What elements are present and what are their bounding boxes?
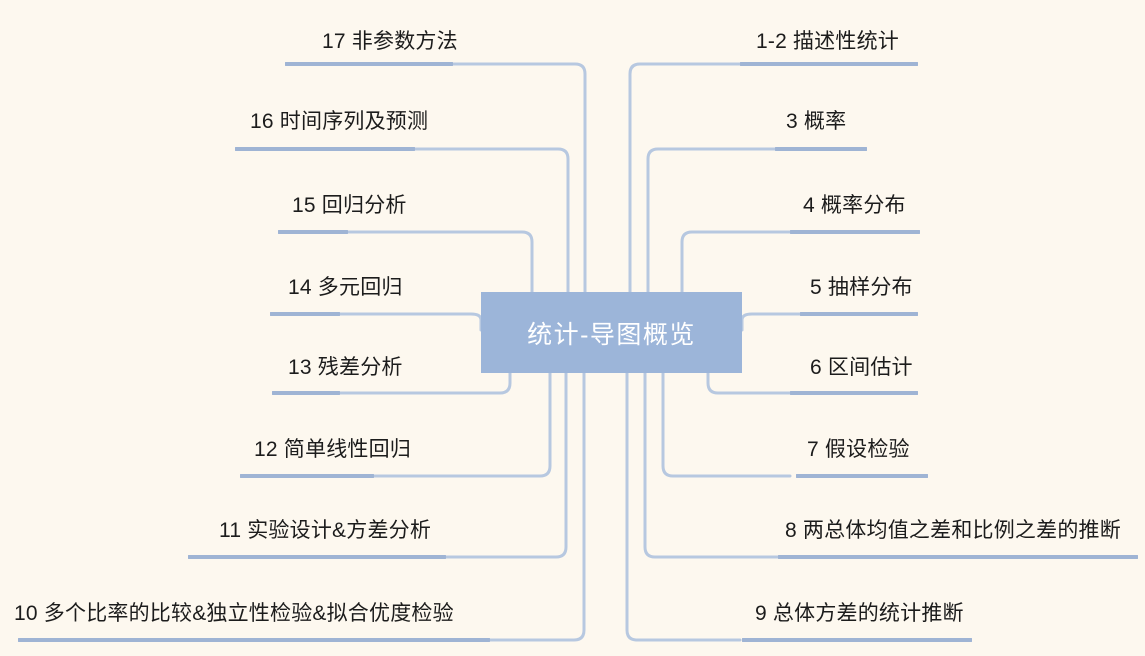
branch-underline-12 [240, 474, 374, 478]
branch-underline-15 [278, 230, 348, 234]
branch-label-6[interactable]: 6 区间估计 [810, 356, 913, 379]
branch-underline-9 [742, 638, 972, 642]
branch-label-1-2[interactable]: 1-2 描述性统计 [756, 30, 899, 53]
branch-underline-10 [18, 638, 490, 642]
branch-underline-16 [235, 147, 415, 151]
branch-label-13[interactable]: 13 残差分析 [288, 356, 403, 379]
branch-underline-8 [778, 555, 1138, 559]
branch-underline-4 [790, 230, 920, 234]
center-node[interactable]: 统计-导图概览 [481, 292, 742, 373]
branch-underline-3 [775, 147, 867, 151]
center-node-label: 统计-导图概览 [527, 320, 696, 349]
branch-label-15[interactable]: 15 回归分析 [292, 194, 407, 217]
branch-label-4[interactable]: 4 概率分布 [803, 194, 906, 217]
branch-label-10[interactable]: 10 多个比率的比较&独立性检验&拟合优度检验 [14, 602, 454, 625]
branch-label-8[interactable]: 8 两总体均值之差和比例之差的推断 [785, 519, 1121, 542]
branch-label-16[interactable]: 16 时间序列及预测 [250, 110, 429, 133]
branch-underline-17 [285, 62, 453, 66]
branch-underline-6 [790, 391, 918, 395]
branch-label-17[interactable]: 17 非参数方法 [322, 30, 458, 53]
branch-label-12[interactable]: 12 简单线性回归 [254, 438, 411, 461]
branch-underline-14 [270, 312, 340, 316]
branch-label-9[interactable]: 9 总体方差的统计推断 [755, 602, 964, 625]
branch-underline-7 [796, 474, 928, 478]
branch-label-7[interactable]: 7 假设检验 [807, 438, 910, 461]
branch-label-11[interactable]: 11 实验设计&方差分析 [219, 519, 432, 542]
branch-underline-13 [272, 391, 340, 395]
branch-label-5[interactable]: 5 抽样分布 [810, 276, 913, 299]
branch-underline-11 [188, 555, 446, 559]
branch-label-3[interactable]: 3 概率 [786, 110, 847, 133]
branch-underline-1-2 [740, 62, 918, 66]
branch-label-14[interactable]: 14 多元回归 [288, 276, 403, 299]
branch-underline-5 [800, 312, 918, 316]
